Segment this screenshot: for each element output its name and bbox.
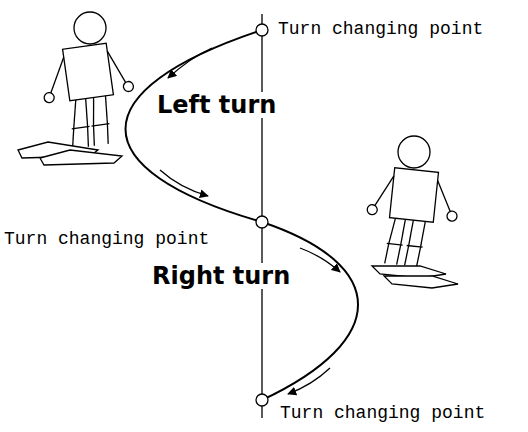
skier-figure [18, 12, 141, 165]
direction-arrow [168, 48, 212, 78]
turn-point [256, 394, 268, 406]
turn-label: Left turn [155, 92, 278, 118]
point-label: Turn changing point [280, 404, 485, 424]
direction-arrow [160, 170, 208, 196]
turn-point [256, 24, 268, 36]
point-label: Turn changing point [278, 20, 483, 40]
point-label: Turn changing point [4, 230, 209, 250]
turn-point [256, 216, 268, 228]
direction-arrow [288, 368, 330, 394]
skier-figure [362, 136, 462, 288]
turn-label: Right turn [150, 263, 292, 289]
direction-arrow [300, 248, 340, 272]
ski-track [126, 30, 359, 400]
